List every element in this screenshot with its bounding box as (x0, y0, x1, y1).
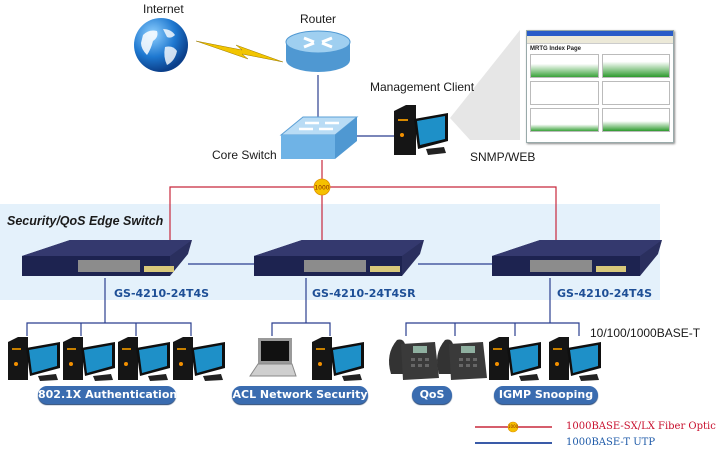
snmp-web-label: SNMP/WEB (470, 150, 536, 164)
feature-pill-igmp: IGMP Snooping (494, 386, 598, 404)
mrtg-graph (530, 54, 599, 78)
legend-badge-text: 1000 (508, 424, 519, 429)
screen-projection-wedge (450, 30, 520, 140)
mrtg-graph (601, 108, 670, 132)
fiber-link-right (322, 186, 557, 241)
internet-label: Internet (143, 2, 184, 16)
core-switch-label: Core Switch (212, 148, 277, 162)
window-titlebar (527, 31, 673, 36)
management-pc-icon (394, 105, 448, 155)
ip-phone-icon (385, 334, 441, 387)
mrtg-screenshot: MRTG Index Page (526, 30, 674, 143)
edge-switch-3-icon (492, 240, 662, 276)
browser-toolbar (527, 36, 673, 44)
desktop-pc-icon (61, 334, 117, 387)
fiber-badge (313, 178, 331, 196)
core-switch-icon (279, 116, 359, 159)
feature-pill-qos: QoS (412, 386, 452, 404)
mrtg-graph (530, 81, 599, 105)
legend-fiber-badge (507, 421, 519, 433)
laptop-icon (244, 334, 300, 387)
mrtg-graph (601, 81, 670, 105)
management-client-label: Management Client (370, 80, 475, 94)
edge-switch-2-icon (254, 240, 424, 276)
edge-switch-2-model: GS-4210-24T4SR (312, 287, 416, 300)
desktop-pc-icon (116, 334, 172, 387)
desktop-pc-icon (310, 334, 366, 387)
desktop-pc-icon (487, 334, 543, 387)
legend-fiber-label: 1000BASE-SX/LX Fiber Optic (566, 421, 716, 432)
mrtg-graph (601, 54, 670, 78)
desktop-pc-icon (6, 334, 62, 387)
router-icon (285, 30, 351, 72)
ip-phone-icon (433, 334, 489, 387)
desktop-pc-icon (547, 334, 603, 387)
fiber-link-left (169, 186, 322, 241)
branch-group-3 (405, 322, 580, 336)
branch-group-2 (271, 322, 331, 336)
edge-switch-1-model: GS-4210-24T4S (114, 287, 210, 300)
wan-link-lightning (195, 40, 284, 63)
fiber-badge-text: 1000 (314, 185, 329, 192)
globe-icon (134, 18, 188, 72)
mrtg-graph (530, 108, 599, 132)
feature-pill-8021x: 802.1X Authentication (38, 386, 177, 404)
edge-zone-title: Security/QoS Edge Switch (7, 214, 164, 228)
router-label: Router (300, 12, 337, 26)
access-link-label: 10/100/1000BASE-T (590, 326, 701, 340)
connection-lines: 1000 (26, 30, 580, 444)
edge-switch-1-icon (22, 240, 192, 276)
mrtg-page-title: MRTG Index Page (530, 46, 582, 52)
branch-group-1 (26, 322, 192, 336)
edge-switch-3-model: GS-4210-24T4S (557, 287, 653, 300)
desktop-pc-icon (171, 334, 227, 387)
legend-utp-label: 1000BASE-T UTP (566, 437, 656, 448)
feature-pill-acl: ACL Network Security (232, 386, 368, 404)
